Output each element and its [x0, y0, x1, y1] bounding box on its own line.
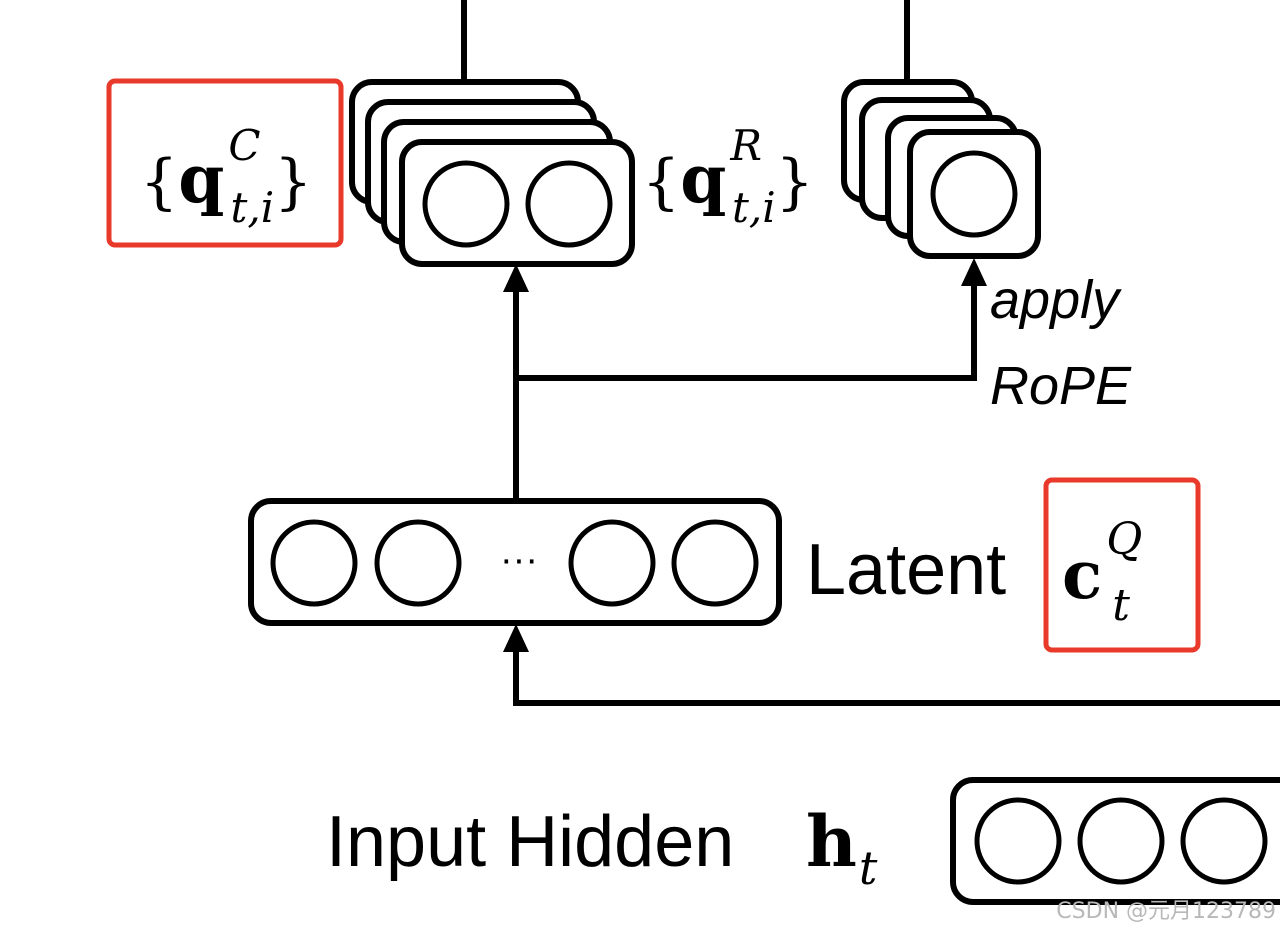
- rope-label: RoPE: [990, 356, 1132, 416]
- apply-label: apply: [990, 270, 1122, 330]
- qc-node: [525, 160, 613, 248]
- latent-node: [568, 519, 656, 607]
- input-hidden-symbol: ht: [806, 800, 878, 895]
- qr-node: [930, 150, 1018, 238]
- rope-branch-line: [516, 280, 977, 381]
- input-hidden-vector: [950, 777, 1280, 905]
- qc-arrowhead: [503, 264, 529, 292]
- latent-highlight-box: [1043, 477, 1201, 653]
- latent-vector: [248, 498, 782, 626]
- input-node: [1180, 797, 1268, 885]
- qc-highlight-box: [106, 78, 344, 248]
- latent-label: Latent: [806, 530, 1006, 610]
- qr-vector-stack: [841, 79, 1041, 259]
- qc-vector-stack: [349, 79, 635, 267]
- input-node: [974, 797, 1062, 885]
- watermark: CSDN @元月123789: [1056, 899, 1276, 924]
- latent-node: [671, 519, 759, 607]
- latent-ellipsis: ···: [500, 539, 538, 581]
- qc-node: [422, 160, 510, 248]
- qr-arrowhead: [961, 258, 987, 286]
- input-hidden-label: Input Hidden: [326, 802, 734, 882]
- latent-node: [270, 519, 358, 607]
- input-to-latent-line: [513, 650, 1280, 706]
- latent-arrowhead: [503, 624, 529, 652]
- input-node: [1077, 797, 1165, 885]
- latent-node: [374, 519, 462, 607]
